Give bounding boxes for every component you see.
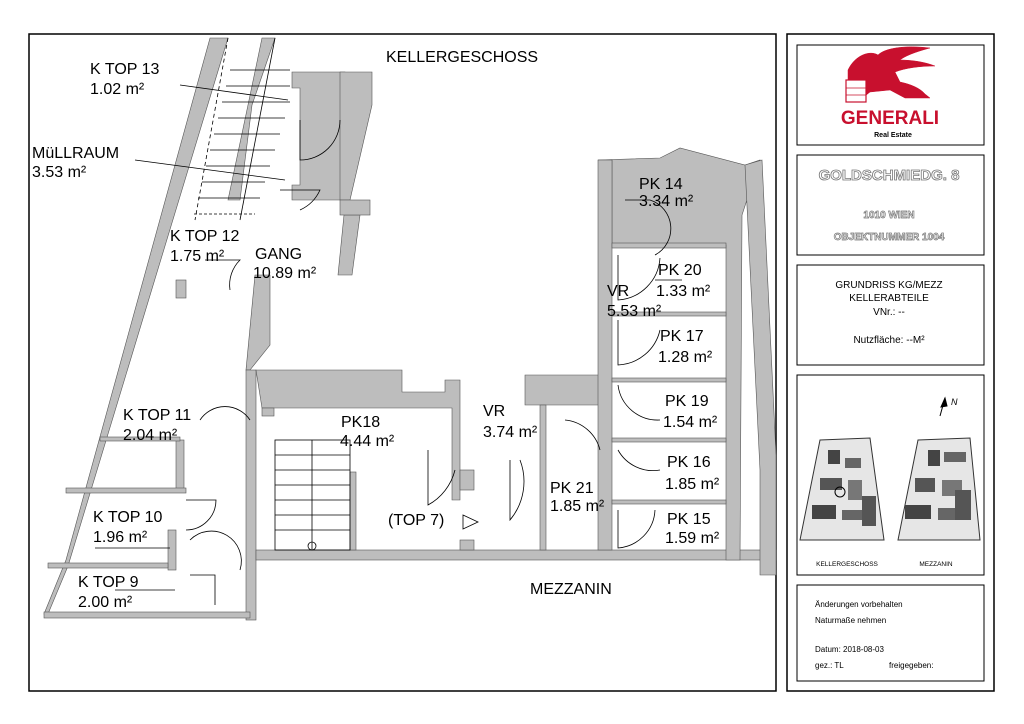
address-city: 1010 WIEN xyxy=(863,210,914,221)
room-name: PK 17 xyxy=(660,328,704,345)
notes-box xyxy=(796,584,985,682)
plan-title: GRUNDRISS KG/MEZZ xyxy=(835,280,942,291)
room-area: 1.96 m² xyxy=(93,529,148,546)
room-area: 4.44 m² xyxy=(340,433,395,450)
room-name: PK 14 xyxy=(639,176,683,193)
note-measure: Naturmaße nehmen xyxy=(815,616,886,625)
room-area: 1.75 m² xyxy=(170,248,225,265)
room-name: PK 21 xyxy=(550,480,594,497)
room-name: K TOP 9 xyxy=(78,574,139,591)
room-area: 5.53 m² xyxy=(607,303,662,320)
room-name: VR xyxy=(483,403,505,420)
room-area: 1.85 m² xyxy=(550,498,605,515)
room-name: PK18 xyxy=(341,414,380,431)
floor-label-basement: KELLERGESCHOSS xyxy=(386,49,538,66)
brand-sub: Real Estate xyxy=(874,132,912,139)
vnr: VNr.: -- xyxy=(873,307,905,318)
room-area: 1.33 m² xyxy=(656,283,711,300)
room-name: PK 19 xyxy=(665,393,709,410)
key-plan-box xyxy=(796,374,985,576)
titleblock-frame xyxy=(786,33,995,692)
plan-subtitle: KELLERABTEILE xyxy=(849,293,929,304)
room-area: 1.02 m² xyxy=(90,81,145,98)
room-area: 2.00 m² xyxy=(78,594,133,611)
room-area: 1.59 m² xyxy=(665,530,720,547)
titleblock: GENERALI Real Estate GOLDSCHMIEDG. 8 101… xyxy=(796,44,985,682)
room-name: MüLLRAUM xyxy=(32,145,119,162)
note-changes: Änderungen vorbehalten xyxy=(815,600,903,609)
key-plan-thumbnail-mezzanin xyxy=(897,437,981,541)
room-name: (TOP 7) xyxy=(388,512,444,529)
stair-mezzanine xyxy=(274,439,351,551)
door-swings xyxy=(185,119,672,605)
approved-by: freigegeben: xyxy=(889,661,933,670)
room-name: K TOP 12 xyxy=(170,228,239,245)
address-box xyxy=(796,154,985,256)
walls xyxy=(43,37,777,621)
generali-lion-logo xyxy=(845,46,936,103)
floor-label-mezzanine: MEZZANIN xyxy=(530,581,612,598)
leader-lines xyxy=(95,84,682,591)
plan-info-box xyxy=(796,264,985,366)
north-arrow-icon xyxy=(939,396,948,417)
plan-frame xyxy=(28,33,777,692)
room-name: GANG xyxy=(255,246,302,263)
room-name: K TOP 10 xyxy=(93,509,162,526)
room-labels: KELLERGESCHOSS MEZZANIN K TOP 13 1.02 m²… xyxy=(32,49,720,611)
object-number: OBJEKTNUMMER 1004 xyxy=(834,232,945,243)
room-name: K TOP 13 xyxy=(90,61,159,78)
drawn-by: gez.: TL xyxy=(815,661,844,670)
north-label: N xyxy=(951,397,958,407)
room-area: 10.89 m² xyxy=(253,265,317,282)
room-name: K TOP 11 xyxy=(123,407,191,424)
room-name: PK 20 xyxy=(658,262,702,279)
room-area: 3.53 m² xyxy=(32,164,87,181)
thumb-label-kellergeschoss: KELLERGESCHOSS xyxy=(816,561,878,568)
brand-name: GENERALI xyxy=(841,108,939,129)
room-area: 1.54 m² xyxy=(663,414,718,431)
thumb-label-mezzanin: MEZZANIN xyxy=(919,561,953,568)
room-area: 3.74 m² xyxy=(483,424,538,441)
key-plan-thumbnail-kellergeschoss xyxy=(799,437,885,541)
room-area: 3.34 m² xyxy=(639,193,694,210)
room-name: PK 15 xyxy=(667,511,711,528)
nutzflaeche: Nutzfläche: --M² xyxy=(853,335,925,346)
address-street: GOLDSCHMIEDG. 8 xyxy=(819,167,960,184)
stair-upper xyxy=(194,37,290,221)
room-name: PK 16 xyxy=(667,454,711,471)
datum: Datum: 2018-08-03 xyxy=(815,645,884,654)
logo-box xyxy=(796,44,985,146)
room-area: 2.04 m² xyxy=(123,427,178,444)
room-name: VR xyxy=(607,283,629,300)
room-area: 1.28 m² xyxy=(658,349,713,366)
room-area: 1.85 m² xyxy=(665,476,720,493)
